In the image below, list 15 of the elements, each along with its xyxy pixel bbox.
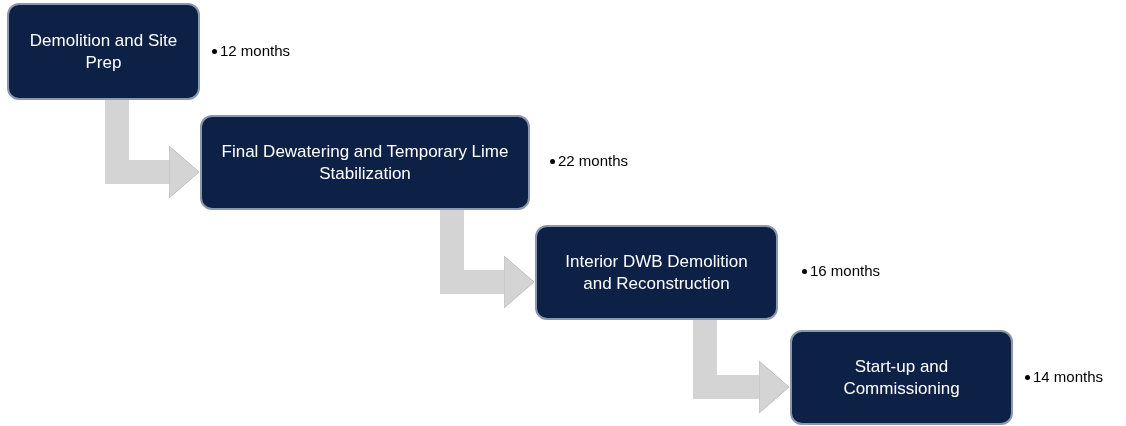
duration-text: 12 months xyxy=(220,41,291,61)
step-label: Start-up and Commissioning xyxy=(842,355,961,400)
duration-text: 22 months xyxy=(558,151,629,171)
bent-arrow xyxy=(693,320,790,414)
bent-arrow xyxy=(105,100,200,199)
bent-arrow xyxy=(440,210,535,309)
step-label: Interior DWB Demolition and Reconstruction xyxy=(564,250,749,295)
process-box xyxy=(7,3,200,100)
step-label: Final Dewatering and Temporary Lime Stabilization xyxy=(220,140,510,185)
process-box xyxy=(790,330,1013,425)
process-box xyxy=(200,115,530,210)
duration-text: 14 months xyxy=(1033,367,1104,387)
process-box xyxy=(535,225,778,320)
step-label: Demolition and Site Prep xyxy=(28,29,179,74)
duration-text: 16 months xyxy=(810,261,881,281)
